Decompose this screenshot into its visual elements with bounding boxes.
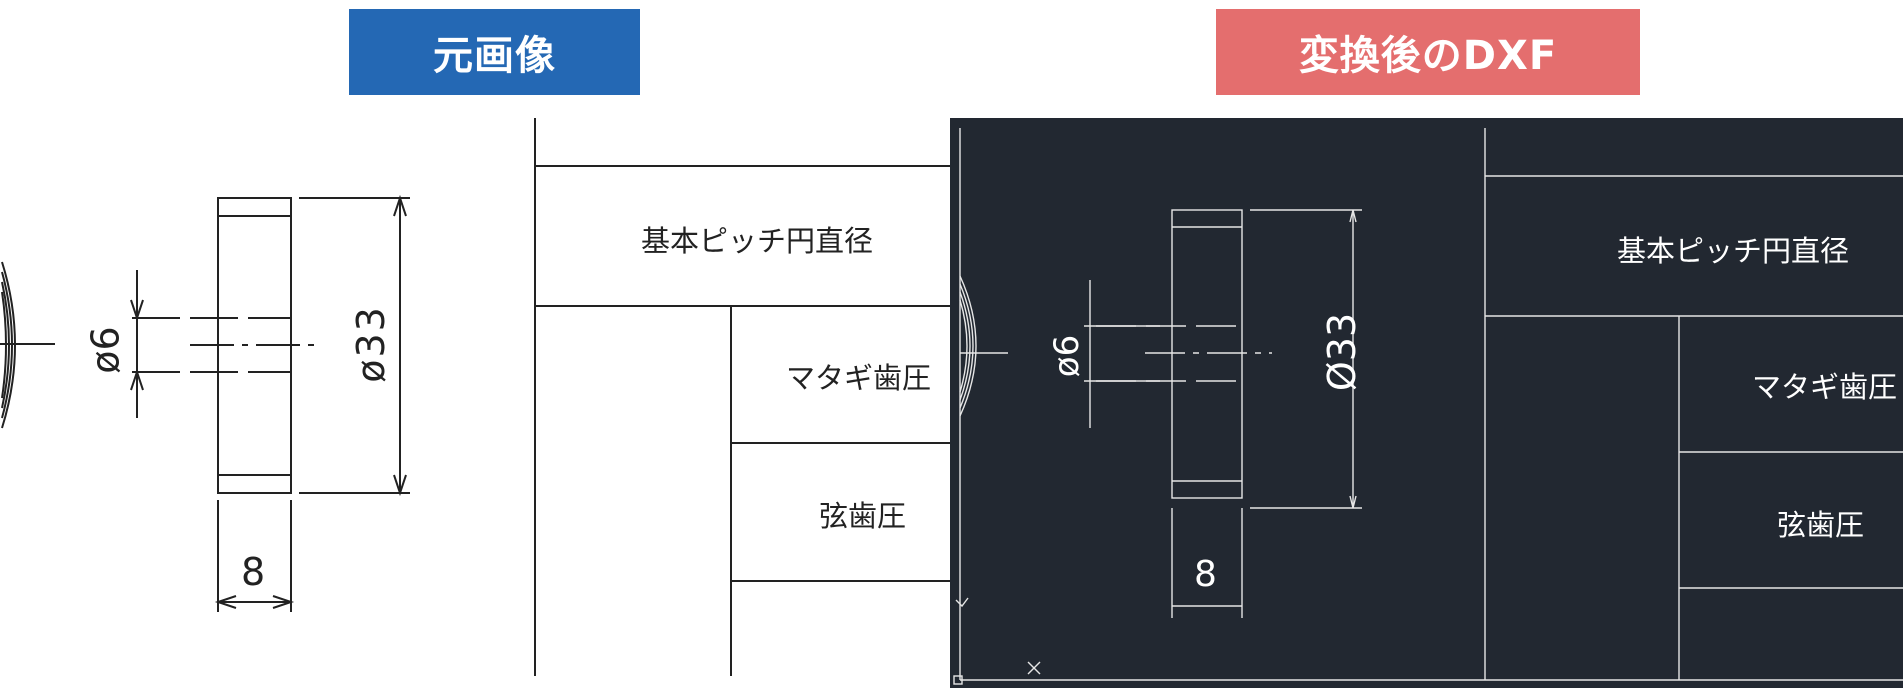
original-bore-dimension-text: ø6 — [83, 326, 128, 374]
cad-gear-outline — [1171, 209, 1243, 499]
cad-viewport — [950, 118, 1903, 688]
converted-width-dimension-text: 8 — [1194, 554, 1217, 595]
converted-pitch-diameter-label: 基本ピッチ円直径 — [1617, 234, 1850, 268]
original-over-pin-label: マタギ歯圧 — [786, 361, 932, 395]
original-pitch-diameter-label: 基本ピッチ円直径 — [641, 224, 874, 258]
converted-chordal-label: 弦歯圧 — [1777, 508, 1865, 542]
original-image-label: 元画像 — [349, 9, 640, 95]
converted-bore-dimension-text: ø6 — [1047, 334, 1088, 378]
converted-outer-dimension-text: Ø33 — [1320, 312, 1365, 392]
converted-dxf-label: 変換後のDXF — [1216, 9, 1640, 95]
original-outer-dimension-text: ø33 — [348, 305, 393, 383]
original-drawing — [0, 118, 950, 676]
converted-over-pin-label: マタギ歯圧 — [1752, 370, 1898, 404]
original-width-dimension-text: 8 — [241, 550, 266, 594]
converted-dxf-drawing — [950, 118, 1903, 688]
original-chordal-label: 弦歯圧 — [819, 499, 907, 533]
